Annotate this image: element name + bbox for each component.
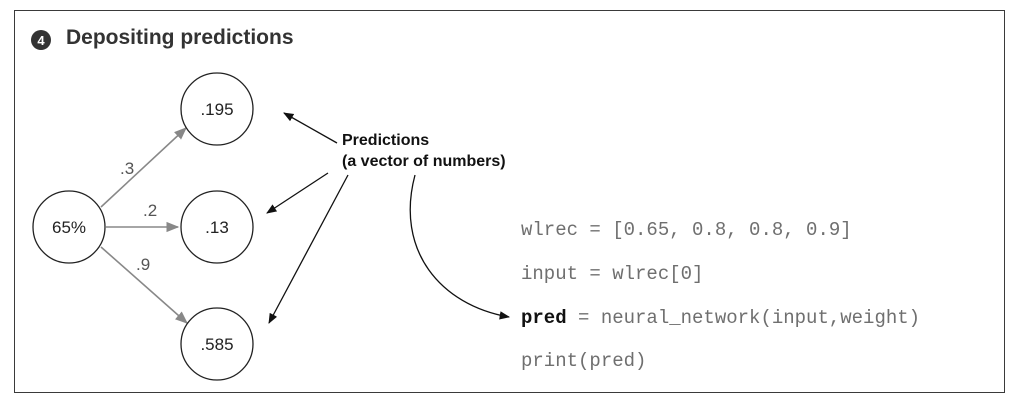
predictions-annotation: Predictions (a vector of numbers) — [342, 130, 506, 172]
annotation-curve-arrow — [409, 174, 511, 320]
annotation-arrow-2 — [266, 172, 329, 214]
step-number-badge: 4 — [31, 30, 51, 50]
figure-frame — [14, 10, 1005, 393]
annotation-line-1: Predictions — [342, 132, 430, 149]
code-line-1: wlrec = [0.65, 0.8, 0.8, 0.9] — [521, 219, 852, 241]
annotation-arrow-1 — [283, 112, 338, 144]
input-node-label: 65% — [52, 218, 86, 237]
output-node-1-label: .195 — [200, 100, 233, 119]
figure-title: Depositing predictions — [66, 26, 294, 49]
code-pred-keyword: pred — [521, 307, 567, 329]
input-node — [32, 190, 106, 264]
output-node-2 — [180, 190, 254, 264]
annotation-line-2: (a vector of numbers) — [342, 153, 506, 170]
output-node-2-label: .13 — [205, 218, 229, 237]
weight-label-2: .2 — [143, 201, 157, 220]
code-line-3-rest: = neural_network(input,weight) — [566, 307, 921, 329]
edge-to-output-3 — [100, 246, 188, 324]
edge-to-output-1 — [100, 127, 187, 208]
output-node-3-label: .585 — [200, 335, 233, 354]
annotation-arrow-3 — [268, 174, 349, 324]
code-line-4: print(pred) — [521, 350, 647, 372]
output-node-3 — [180, 307, 254, 381]
output-node-1 — [180, 72, 254, 146]
weight-label-3: .9 — [136, 255, 150, 274]
code-line-3: pred = neural_network(input,weight) — [521, 307, 920, 329]
weight-label-1: .3 — [120, 159, 134, 178]
code-line-2: input = wlrec[0] — [521, 263, 704, 285]
